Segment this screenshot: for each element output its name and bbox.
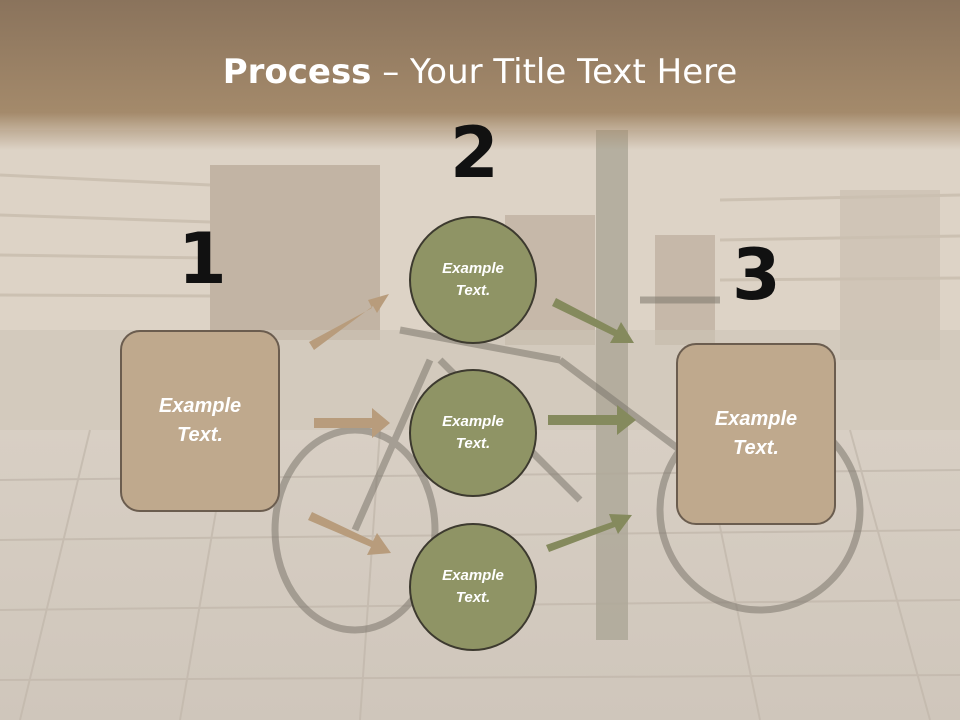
step-2-circle-top: Example Text. (409, 216, 537, 344)
title-bold: Process (222, 52, 372, 92)
step-1-box: Example Text. (120, 330, 280, 512)
step-number-3: 3 (732, 234, 781, 316)
step-1-label: Example Text. (158, 395, 242, 446)
step-2-circle-bottom: Example Text. (409, 523, 537, 651)
step-2-circle-middle: Example Text. (409, 369, 537, 497)
slide-title: Process – Your Title Text Here (0, 52, 960, 92)
circle-bottom-label: Example Text. (442, 566, 504, 607)
circle-middle-label: Example Text. (442, 412, 504, 453)
step-3-label: Example Text. (714, 408, 798, 459)
arrow-left-to-bottom (308, 512, 391, 555)
arrow-top-to-right (552, 298, 634, 343)
arrow-middle-to-right (548, 405, 636, 435)
title-rest: – Your Title Text Here (371, 52, 738, 92)
circle-top-label: Example Text. (442, 259, 504, 300)
arrow-left-to-middle (314, 408, 390, 438)
step-number-1: 1 (178, 218, 227, 300)
arrow-bottom-to-right (546, 514, 632, 552)
arrow-left-to-top (309, 294, 389, 350)
step-number-2: 2 (450, 112, 499, 194)
step-3-box: Example Text. (676, 343, 836, 525)
